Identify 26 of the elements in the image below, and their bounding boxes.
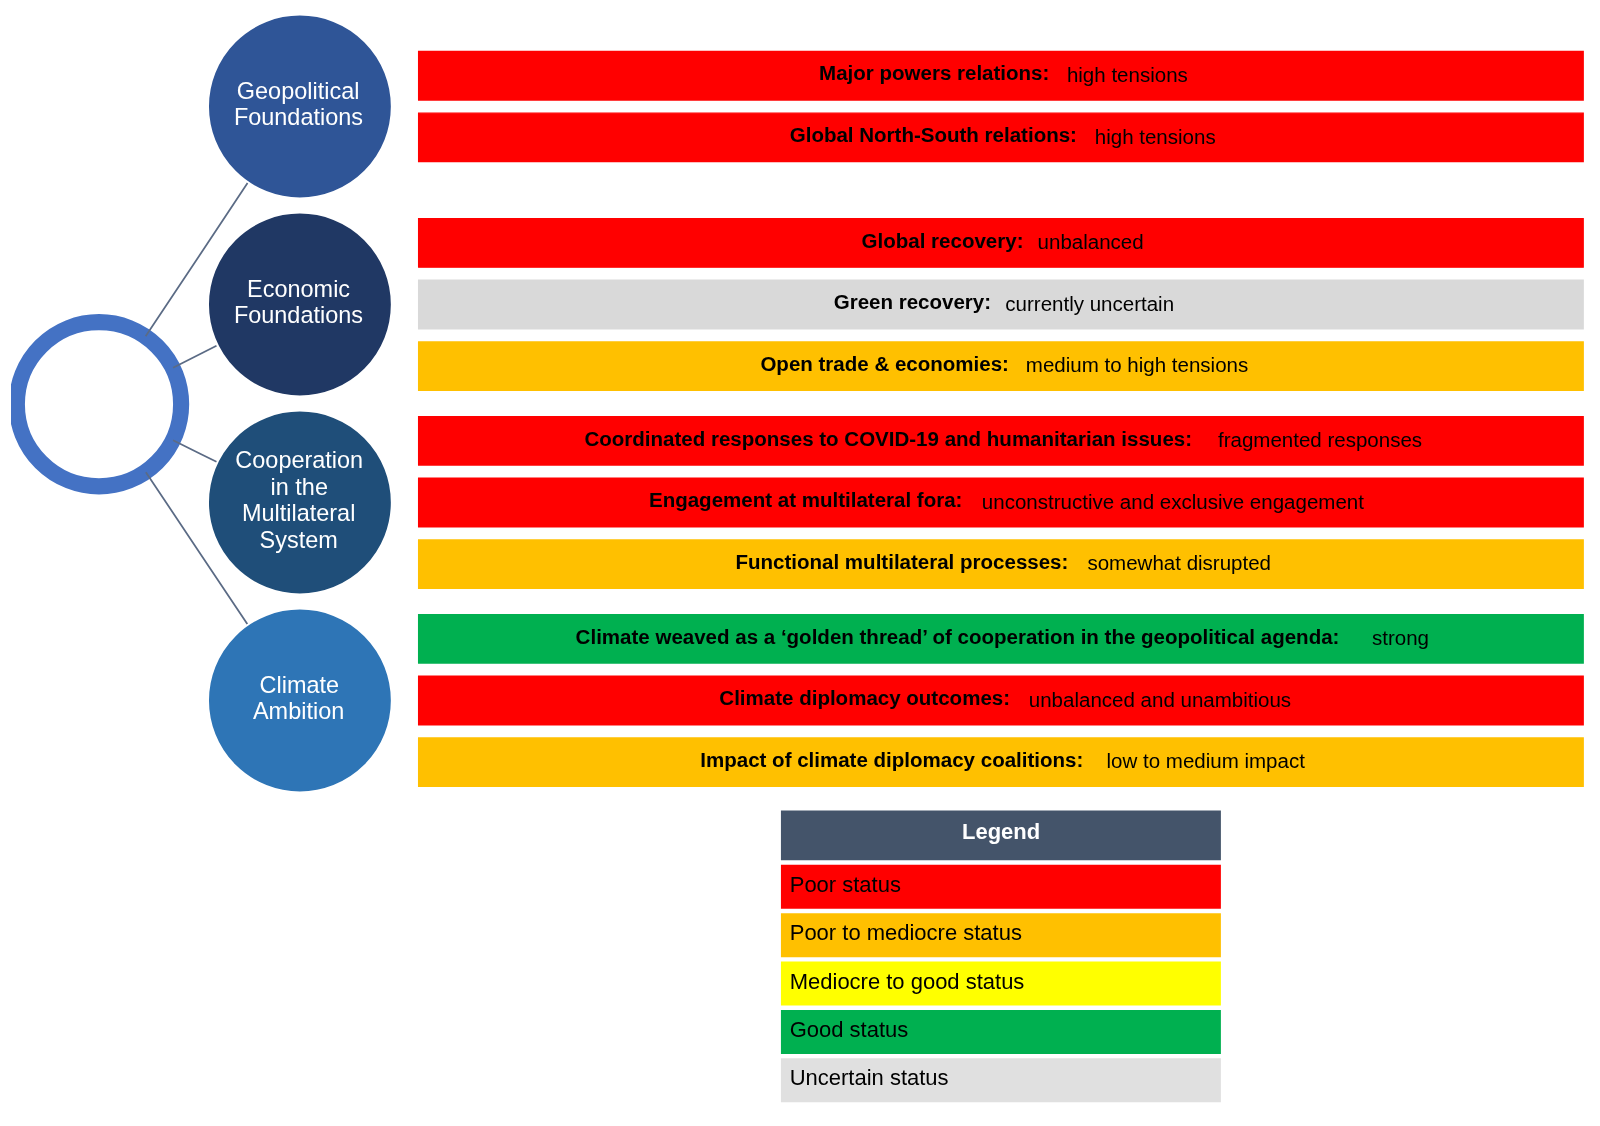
legend-label: Good status <box>789 1017 909 1043</box>
node-box: Green recovery: currently uncertain <box>417 279 1584 330</box>
connector <box>172 439 218 463</box>
connector <box>145 471 249 625</box>
node-box: Global recovery: unbalanced <box>417 218 1584 268</box>
node-box: Coordinated responses to COVID-19 and humanitarian issues: fragmented responses <box>417 415 1584 466</box>
legend-label: Poor to mediocre status <box>789 920 1022 946</box>
connector <box>172 344 218 369</box>
node-box: Functional multilateral processes: somewhat disrupted <box>417 539 1584 590</box>
node-box: Major powers relations: high tensions <box>417 50 1584 101</box>
node-circle: Geopolitical Foundations <box>206 12 394 201</box>
node-circle: Economic Foundations <box>206 210 394 399</box>
node-box: Impact of climate diplomacy coalitions: low to medium impact <box>417 737 1584 787</box>
node-box: Climate diplomacy outcomes: unbalanced and unambitious <box>417 675 1584 726</box>
legend-label: Poor status <box>789 871 901 897</box>
node-circle <box>11 314 190 495</box>
node-box: Climate weaved as a ‘golden thread’ of cooperation in the geopolitical agenda: strong <box>417 613 1584 664</box>
label: Legend <box>962 819 1041 845</box>
legend-label: Mediocre to good status <box>789 968 1025 994</box>
connector <box>144 182 249 338</box>
node-box: Global North-South relations: high tensions <box>417 112 1584 163</box>
node-circle: Cooperation in the Multilateral System <box>206 408 394 597</box>
node-box: Open trade & economies: medium to high tensions <box>417 341 1584 392</box>
legend-label: Uncertain status <box>789 1065 949 1091</box>
node-circle: Climate Ambition <box>206 606 394 795</box>
node-box: Engagement at multilateral fora: unconstructive and exclusive engagement <box>417 477 1584 528</box>
